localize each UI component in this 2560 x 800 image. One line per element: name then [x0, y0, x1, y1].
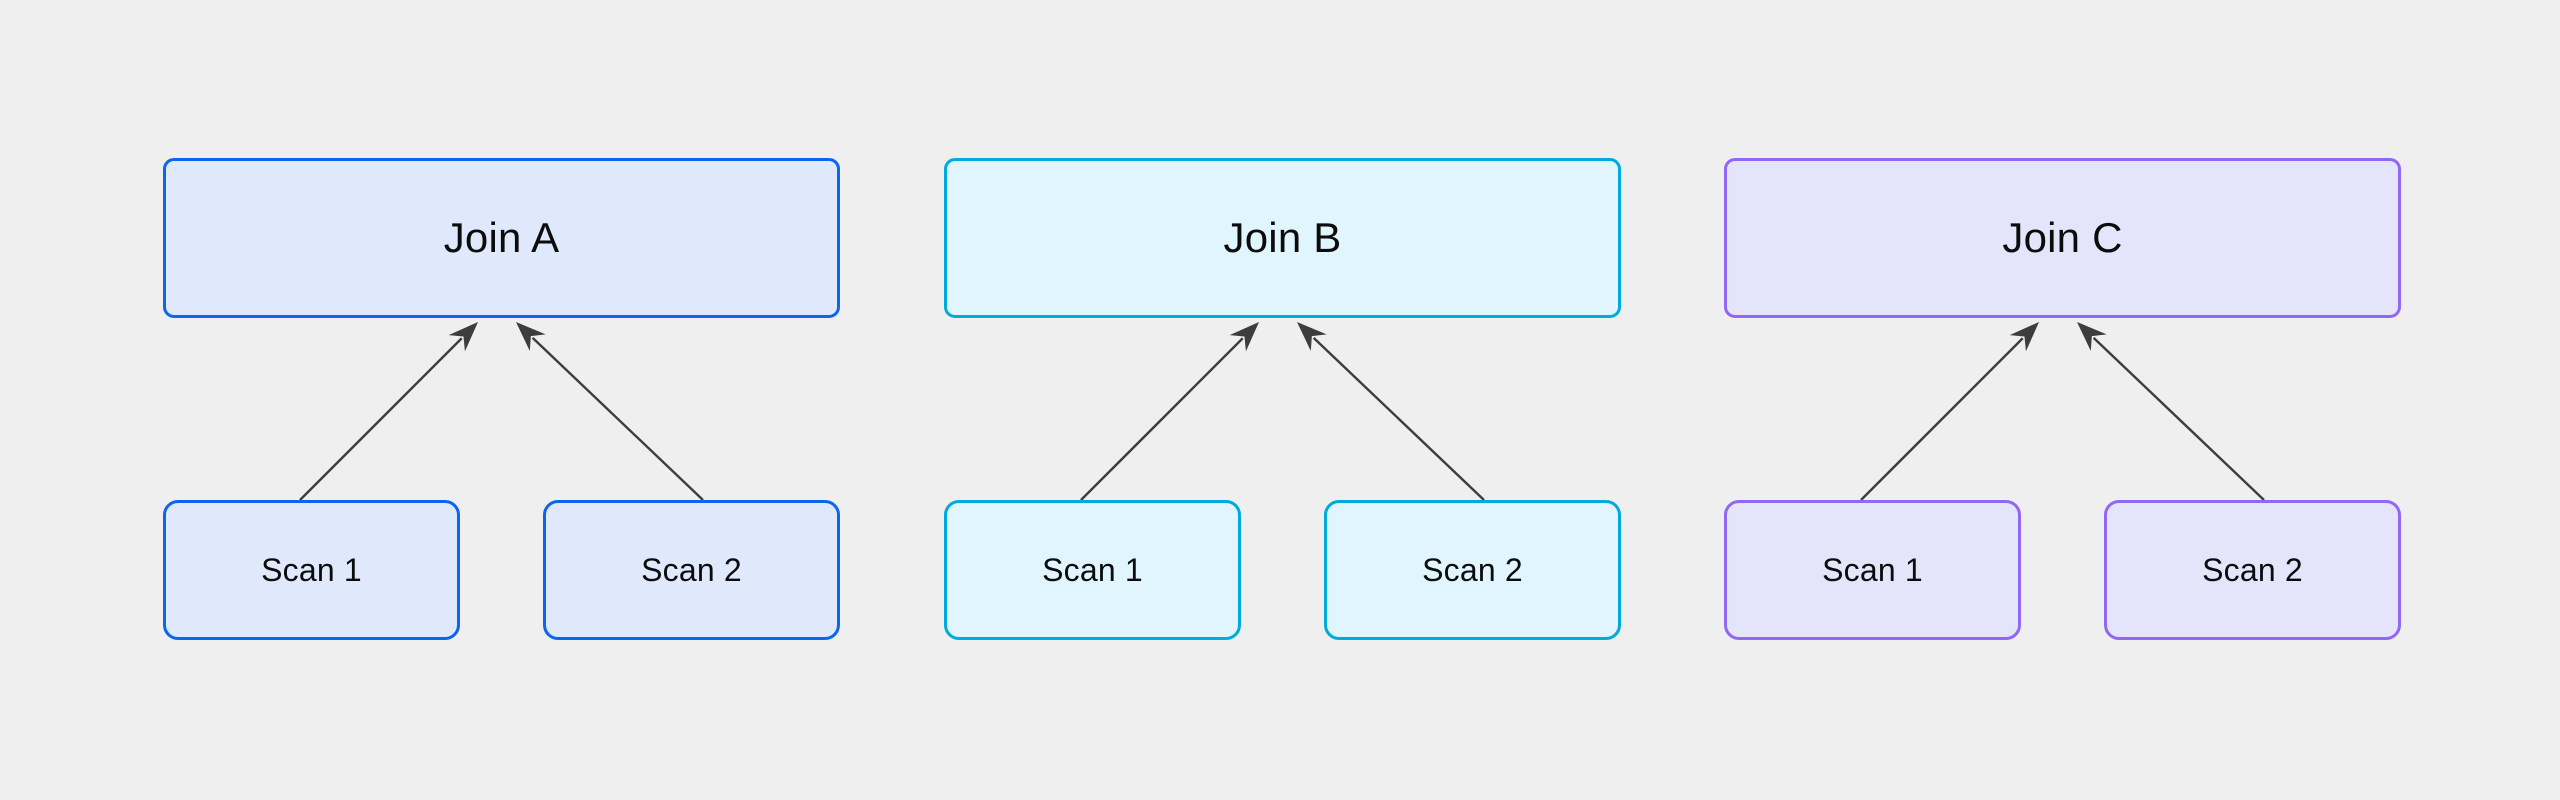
- edge-line-group-c-0: [1860, 337, 2024, 501]
- join-node-group-c[interactable]: Join C: [1724, 158, 2401, 318]
- edge-arrowhead-group-a-1: [516, 322, 546, 352]
- edge-arrowhead-group-a-0: [448, 322, 478, 352]
- edge-arrowhead-group-c-1: [2077, 322, 2107, 352]
- edge-line-group-a-1: [531, 336, 704, 501]
- node-label: Scan 1: [1822, 552, 1923, 588]
- edge-line-group-c-1: [2092, 336, 2265, 501]
- node-label: Join A: [443, 214, 560, 261]
- edge-arrowhead-group-b-1: [1297, 322, 1327, 352]
- join-node-group-a[interactable]: Join A: [163, 158, 840, 318]
- scan-node-group-a-1[interactable]: Scan 2: [543, 500, 840, 640]
- scan-node-group-c-1[interactable]: Scan 2: [2104, 500, 2401, 640]
- scan-node-group-c-0[interactable]: Scan 1: [1724, 500, 2021, 640]
- node-label: Scan 2: [2202, 552, 2303, 588]
- edge-line-group-b-1: [1312, 336, 1485, 501]
- edge-line-group-a-0: [299, 337, 463, 501]
- node-label: Join C: [2002, 214, 2123, 261]
- edge-arrowhead-group-b-0: [1229, 322, 1259, 352]
- node-label: Scan 2: [1422, 552, 1523, 588]
- node-label: Scan 1: [1042, 552, 1143, 588]
- node-label: Scan 1: [261, 552, 362, 588]
- join-node-group-b[interactable]: Join B: [944, 158, 1621, 318]
- node-label: Scan 2: [641, 552, 742, 588]
- edge-arrowhead-group-c-0: [2009, 322, 2039, 352]
- scan-node-group-b-0[interactable]: Scan 1: [944, 500, 1241, 640]
- scan-node-group-b-1[interactable]: Scan 2: [1324, 500, 1621, 640]
- edge-line-group-b-0: [1080, 337, 1244, 501]
- scan-node-group-a-0[interactable]: Scan 1: [163, 500, 460, 640]
- node-label: Join B: [1223, 214, 1342, 261]
